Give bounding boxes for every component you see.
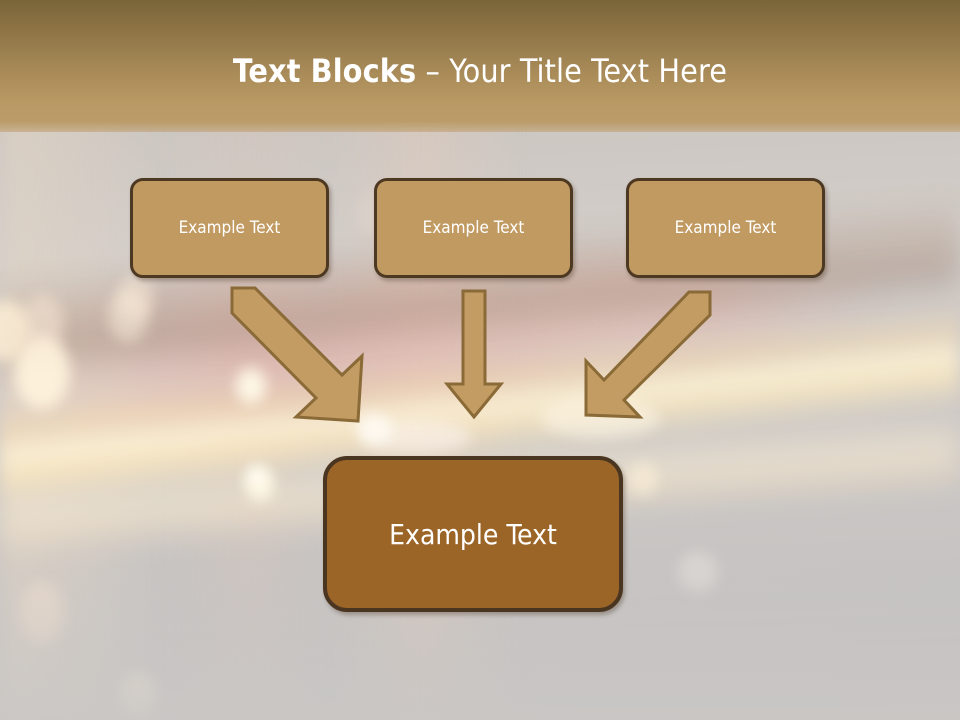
bokeh-circle <box>0 300 30 362</box>
bokeh-circle <box>120 672 156 718</box>
text-block-3[interactable]: Example Text <box>626 178 825 278</box>
background-light-streak <box>0 66 960 720</box>
arrow-middle-vertical <box>443 289 505 420</box>
bokeh-circle <box>362 420 472 454</box>
arrow-left-diagonal <box>230 286 364 423</box>
title-band: Text Blocks – Your Title Text Here <box>0 0 960 132</box>
text-block-2-label: Example Text <box>422 218 525 238</box>
bokeh-circle <box>356 414 392 444</box>
bokeh-circle <box>14 335 70 409</box>
bokeh-circle <box>246 465 268 489</box>
text-block-2[interactable]: Example Text <box>374 178 573 278</box>
text-block-1[interactable]: Example Text <box>130 178 329 278</box>
text-block-1-label: Example Text <box>178 218 281 238</box>
background-dark-bar <box>0 30 960 720</box>
arrow-right-diagonal <box>584 290 712 419</box>
bokeh-circle <box>678 552 718 592</box>
text-block-3-label: Example Text <box>674 218 777 238</box>
bokeh-circle <box>120 272 154 320</box>
bokeh-circle <box>540 398 660 438</box>
bokeh-circle <box>108 288 148 342</box>
page-title: Text Blocks – Your Title Text Here <box>0 52 960 90</box>
page-title-bold: Text Blocks <box>232 52 417 90</box>
text-block-main[interactable]: Example Text <box>323 456 623 612</box>
page-title-rest: – Your Title Text Here <box>416 52 728 90</box>
bokeh-circle <box>22 295 64 351</box>
bokeh-circle <box>628 462 658 496</box>
bokeh-circle <box>20 582 64 644</box>
bokeh-circle <box>236 368 266 404</box>
bokeh-circle <box>246 470 274 502</box>
text-block-main-label: Example Text <box>389 517 557 551</box>
